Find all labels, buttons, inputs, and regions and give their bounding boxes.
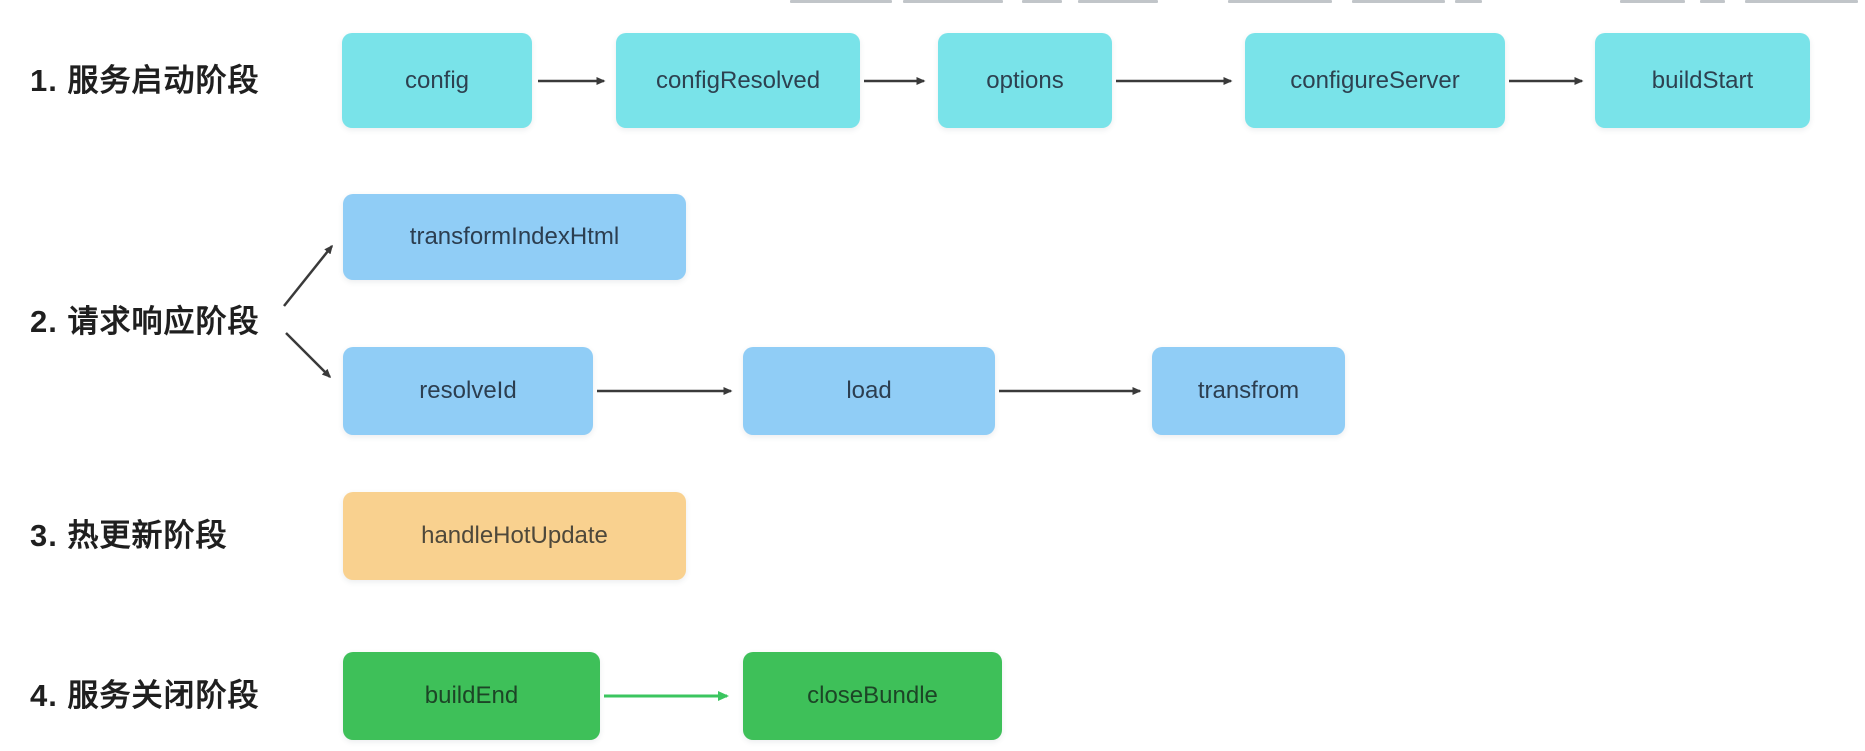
stage4-label: 4. 服务关闭阶段 — [30, 678, 260, 713]
node-buildend: buildEnd — [343, 652, 600, 740]
node-resolveid: resolveId — [343, 347, 593, 435]
arrow-label2-to-transformindexhtml — [283, 244, 333, 307]
top-edge-artifact — [1455, 0, 1482, 3]
arrow-label2-to-resolveid — [285, 332, 332, 379]
top-edge-artifact — [1700, 0, 1725, 3]
top-edge-artifact — [1352, 0, 1445, 3]
stage3-label: 3. 热更新阶段 — [30, 518, 228, 553]
top-edge-artifact — [1620, 0, 1685, 3]
stage1-label: 1. 服务启动阶段 — [30, 63, 260, 98]
top-edge-artifact — [1022, 0, 1062, 3]
node-config: config — [342, 33, 532, 128]
node-closebundle: closeBundle — [743, 652, 1002, 740]
node-options: options — [938, 33, 1112, 128]
top-edge-artifact — [1745, 0, 1858, 3]
node-configresolved: configResolved — [616, 33, 860, 128]
node-transfrom: transfrom — [1152, 347, 1345, 435]
top-edge-artifact — [903, 0, 1003, 3]
node-transformindexhtml: transformIndexHtml — [343, 194, 686, 280]
top-edge-artifact — [1078, 0, 1158, 3]
node-configureserver: configureServer — [1245, 33, 1505, 128]
top-edge-artifact — [1228, 0, 1332, 3]
node-buildstart: buildStart — [1595, 33, 1810, 128]
node-handlehotupdate: handleHotUpdate — [343, 492, 686, 580]
top-edge-artifact — [790, 0, 892, 3]
node-load: load — [743, 347, 995, 435]
stage2-label: 2. 请求响应阶段 — [30, 304, 260, 339]
